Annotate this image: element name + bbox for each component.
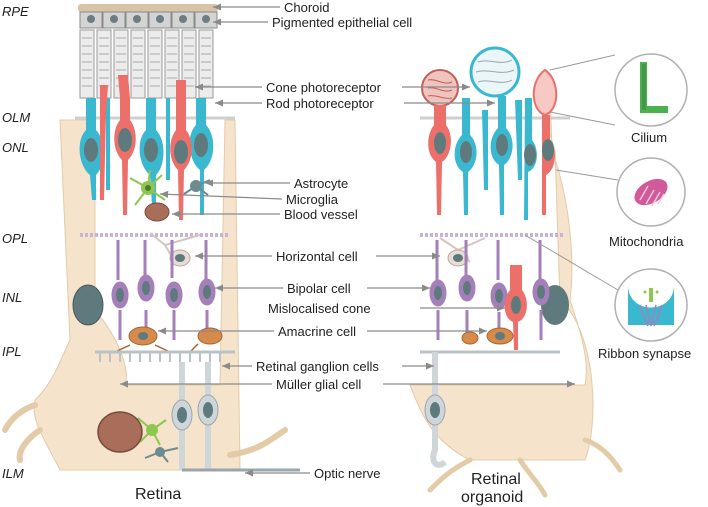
layer-label-opl: OPL [2,231,28,246]
label-mislocalised-cone: Mislocalised cone [268,301,371,316]
panel-label-retinal: Retinal [471,471,521,488]
organoid-illustration [409,46,623,498]
organoid-horizontal-cell [439,237,486,267]
organoid-muller-glial-cell [409,89,594,461]
label-bipolar-cell: Bipolar cell [287,281,351,296]
label-choroid: Choroid [284,0,330,15]
large-blood-vessel [97,411,143,453]
organoid-retinal-ganglion-cell [424,352,447,468]
rpe-cells [79,11,218,29]
layer-label-ilm: ILM [2,466,24,481]
layer-label-rpe: RPE [2,4,29,19]
muller-nucleus [72,284,104,326]
label-amacrine-cell: Amacrine cell [278,324,356,339]
cilium-inset [549,53,688,127]
label-microglia: Microglia [286,192,339,207]
retinal-ganglion-cells [171,362,300,472]
label-muller-glial-cell: Müller glial cell [276,377,361,392]
label-ribbon-synapse: Ribbon synapse [598,346,691,361]
label-blood-vessel: Blood vessel [284,207,358,222]
label-arrows [120,3,575,477]
bipolar-cells [111,240,216,340]
organoid-amacrine-cells [461,327,514,345]
layer-labels: RPE OLM ONL OPL INL IPL ILM [2,4,30,481]
layer-label-olm: OLM [2,110,30,125]
label-optic-nerve: Optic nerve [314,466,380,481]
label-mitochondria: Mitochondria [609,234,684,249]
microglia [183,179,211,196]
astrocyte [129,169,166,206]
label-cone-photoreceptor: Cone photoreceptor [266,80,382,95]
horizontal-cell [149,232,201,267]
organoid-bipolar-cells [429,240,550,340]
cone-photoreceptors [100,75,192,220]
layer-label-ipl: IPL [2,344,22,359]
label-rod-photoreceptor: Rod photoreceptor [266,96,374,111]
organoid-cones [428,105,555,215]
inset-labels: Cilium Mitochondria Ribbon synapse [598,130,691,361]
blood-vessel [144,202,170,222]
rod-photoreceptors [79,98,214,215]
label-astrocyte: Astrocyte [294,176,348,191]
label-cilium: Cilium [631,130,667,145]
panel-label-organoid: organoid [461,489,523,506]
panel-label-retina: Retina [135,486,181,503]
layer-label-inl: INL [2,290,22,305]
mislocalised-cone [504,265,527,350]
layer-label-onl: ONL [2,140,29,155]
mitochondria-inset [555,157,686,227]
ribbon-synapse-inset [524,234,688,342]
outer-segments [79,29,214,99]
label-horizontal-cell: Horizontal cell [276,249,358,264]
choroid-band [78,4,218,12]
retina-illustration [2,4,300,472]
muller-glial-cell [33,119,241,471]
label-retinal-ganglion-cells: Retinal ganglion cells [256,359,379,374]
lower-glia [137,417,179,463]
label-pigmented-epithelial-cell: Pigmented epithelial cell [272,15,412,30]
organoid-cone-outer-segments [421,46,558,117]
panel-labels: Retina Retinal organoid [135,471,523,506]
cell-labels: Choroid Pigmented epithelial cell Cone p… [256,0,412,481]
